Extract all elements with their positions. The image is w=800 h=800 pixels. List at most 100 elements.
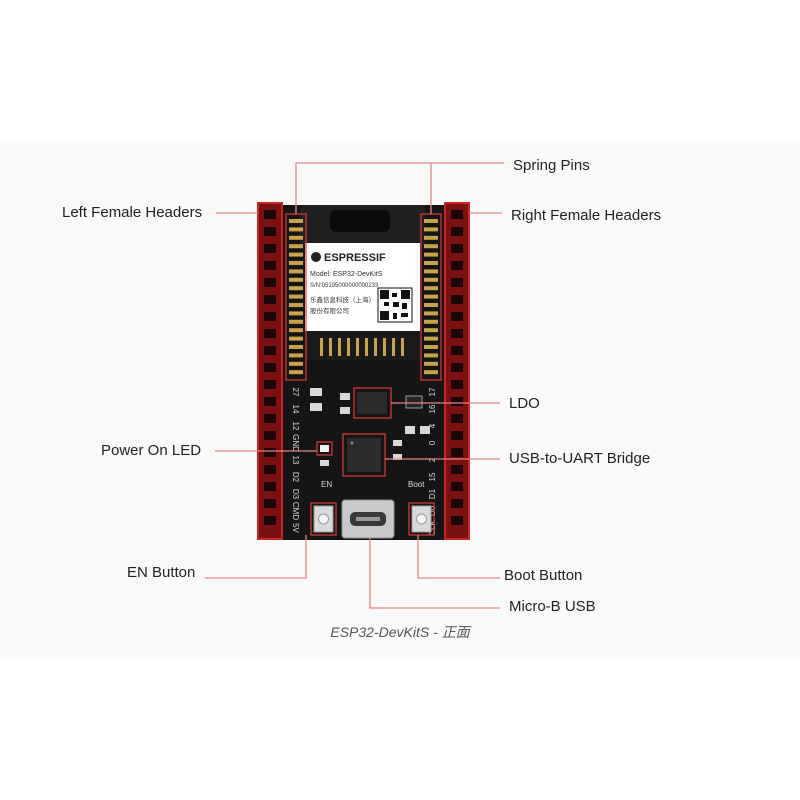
callout-en-button: EN Button bbox=[127, 564, 196, 581]
header-slot bbox=[451, 295, 463, 304]
right-pin-label: D1 bbox=[428, 488, 437, 499]
spring-pin bbox=[424, 244, 438, 249]
power-on-led-highlight bbox=[316, 441, 333, 456]
spring-pin bbox=[424, 227, 438, 232]
usb-uart-pin1-dot bbox=[350, 441, 354, 445]
callout-line-boot-button bbox=[417, 535, 500, 579]
header-slot bbox=[264, 227, 276, 236]
header-slot bbox=[264, 210, 276, 219]
module-pad bbox=[338, 338, 341, 356]
callout-micro-b-usb: Micro-B USB bbox=[509, 598, 596, 615]
spring-pin bbox=[424, 311, 438, 316]
left-pin-label: GND bbox=[291, 434, 300, 452]
spring-pin bbox=[424, 353, 438, 358]
figure-caption: ESP32-DevKitS - 正面 bbox=[330, 624, 470, 640]
header-slot bbox=[264, 363, 276, 372]
right-pin-label: 0 bbox=[428, 440, 437, 445]
header-slot bbox=[264, 516, 276, 525]
left-female-header bbox=[257, 202, 283, 540]
spring-pin bbox=[289, 336, 303, 341]
header-slot bbox=[264, 380, 276, 389]
header-slot bbox=[451, 363, 463, 372]
spring-pin bbox=[289, 261, 303, 265]
spring-pin bbox=[424, 261, 438, 265]
header-slot bbox=[264, 414, 276, 423]
header-slot bbox=[451, 210, 463, 219]
spring-pin bbox=[289, 269, 303, 274]
left-spring-pins bbox=[289, 219, 303, 375]
spring-pin bbox=[289, 286, 303, 291]
right-female-header bbox=[444, 202, 470, 540]
header-slot bbox=[451, 482, 463, 491]
spring-pin bbox=[424, 370, 438, 375]
header-slot bbox=[264, 312, 276, 321]
module-pad bbox=[374, 338, 377, 356]
module-brand: ESPRESSIF bbox=[324, 252, 386, 264]
left-pin-label: D2 bbox=[291, 472, 300, 483]
right-pin-label: 2 bbox=[428, 457, 437, 462]
callout-line-en-button bbox=[205, 535, 307, 579]
right-pin-label: CLK bbox=[428, 520, 437, 536]
spring-pin bbox=[424, 286, 438, 291]
module-pad bbox=[329, 338, 332, 356]
callout-lines bbox=[205, 162, 504, 609]
header-slot bbox=[451, 346, 463, 355]
callout-right-female-headers: Right Female Headers bbox=[511, 207, 662, 224]
spring-pin bbox=[424, 252, 438, 257]
micro-b-usb-connector[interactable] bbox=[341, 499, 395, 539]
boot-button[interactable] bbox=[411, 505, 432, 533]
capacitor bbox=[310, 388, 322, 396]
header-slot bbox=[451, 261, 463, 270]
en-button-highlight bbox=[310, 502, 337, 536]
header-slot bbox=[451, 397, 463, 406]
module-pad bbox=[356, 338, 359, 356]
header-slot bbox=[264, 499, 276, 508]
en-silkscreen-label: EN bbox=[321, 480, 332, 489]
header-slot bbox=[451, 499, 463, 508]
spring-pin bbox=[424, 319, 438, 324]
module-pad bbox=[365, 338, 368, 356]
spring-pin bbox=[289, 227, 303, 232]
left-pin-label: 13 bbox=[291, 456, 300, 465]
callout-boot-button: Boot Button bbox=[504, 567, 583, 584]
left-pin-label: 5V bbox=[291, 523, 300, 533]
module-pad bbox=[392, 338, 395, 356]
left-pin-label: CMD bbox=[291, 502, 300, 520]
module-notch bbox=[330, 210, 390, 232]
callout-line-micro-b-usb bbox=[369, 538, 500, 609]
spring-pin bbox=[289, 370, 303, 375]
header-slot bbox=[451, 312, 463, 321]
header-slot bbox=[451, 414, 463, 423]
spring-pin bbox=[424, 328, 438, 333]
callout-left-female-headers: Left Female Headers bbox=[62, 204, 203, 221]
right-spring-pins bbox=[424, 219, 438, 375]
capacitor bbox=[340, 393, 350, 400]
module-pads bbox=[320, 338, 404, 356]
header-slot bbox=[451, 431, 463, 440]
spring-pin bbox=[289, 353, 303, 358]
module-pad bbox=[383, 338, 386, 356]
header-slot bbox=[451, 516, 463, 525]
left-pin-label: 27 bbox=[291, 388, 300, 397]
spring-pin bbox=[424, 303, 438, 307]
spring-pin bbox=[289, 244, 303, 249]
right-pin-label: 17 bbox=[428, 387, 437, 396]
header-slot bbox=[264, 431, 276, 440]
transistor bbox=[405, 395, 423, 409]
header-slot bbox=[264, 448, 276, 457]
header-slot bbox=[264, 482, 276, 491]
left-pin-label: 12 bbox=[291, 422, 300, 431]
right-pin-label: 16 bbox=[428, 404, 437, 413]
spring-pin bbox=[289, 235, 303, 240]
boot-silkscreen-label: Boot bbox=[408, 480, 425, 489]
capacitor bbox=[420, 426, 430, 434]
spring-pin bbox=[289, 252, 303, 257]
en-button[interactable] bbox=[313, 505, 334, 533]
spring-pin bbox=[424, 219, 438, 223]
callout-usb-uart-bridge: USB-to-UART Bridge bbox=[509, 450, 651, 467]
spring-pin bbox=[289, 345, 303, 349]
spring-pin bbox=[289, 361, 303, 366]
header-slot bbox=[264, 244, 276, 253]
